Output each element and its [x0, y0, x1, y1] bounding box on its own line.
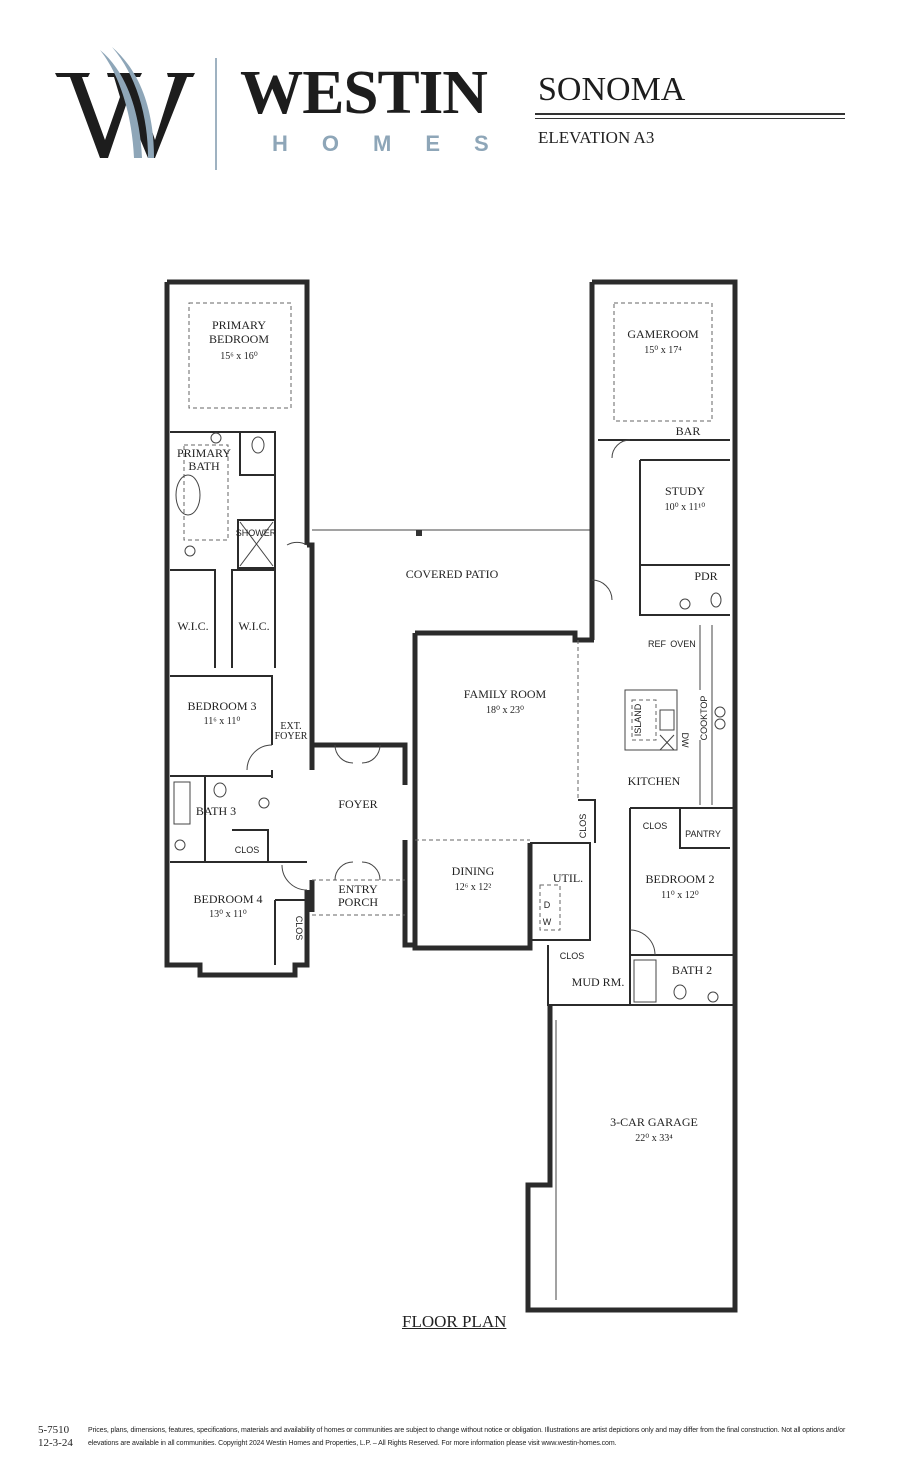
door-swing [591, 579, 613, 601]
room-label-primary-bath: BATH [188, 459, 220, 473]
bathtub-icon [173, 781, 191, 825]
sink-icon [258, 797, 270, 809]
door-swing [611, 439, 631, 459]
gameroom-tray-ceiling [613, 302, 713, 422]
room-dimension: 12⁶ x 12² [455, 882, 491, 893]
room-label-shower: SHOWER [236, 528, 277, 538]
primary-bedroom-tray-ceiling [188, 302, 292, 409]
sink-icon [174, 839, 186, 851]
door-swing [281, 864, 308, 891]
room-label-family-room: FAMILY ROOM [464, 687, 547, 701]
shower-icon [633, 959, 657, 1003]
toilet-icon [213, 782, 227, 798]
toilet-icon [673, 984, 687, 1000]
title-rule [535, 113, 845, 115]
washer-label: W [543, 917, 552, 927]
room-label-covered-patio: COVERED PATIO [406, 567, 499, 581]
dryer-label: D [544, 900, 551, 910]
appliance-label-dw: DW [680, 733, 690, 748]
closet-label: CLOS [578, 814, 588, 839]
center-walls [309, 529, 594, 951]
logo-w-shape [55, 73, 195, 158]
room-label-bath-2: BATH 2 [672, 963, 712, 977]
room-label-bedroom-3: BEDROOM 3 [187, 699, 256, 713]
sink-icon [659, 709, 675, 731]
room-label-bar: BAR [676, 424, 701, 438]
plan-code: 5-7510 12-3-24 [38, 1424, 73, 1450]
room-label-dining: DINING [452, 864, 495, 878]
disclaimer: Prices, plans, dimensions, features, spe… [88, 1427, 846, 1447]
appliance-label-oven: OVEN [670, 639, 696, 649]
room-label-wic: W.I.C. [238, 619, 269, 633]
room-label-primary-bedroom: BEDROOM [209, 332, 269, 346]
brand-subtitle: HOMES [272, 131, 523, 156]
right-wing-walls [525, 279, 738, 1313]
room-dimension: 13⁰ x 11⁰ [209, 909, 247, 920]
washer-dryer [539, 884, 561, 931]
logo-swoosh [100, 50, 142, 158]
sink-icon [210, 432, 222, 444]
door-swing [334, 744, 381, 764]
room-dimension: 11⁶ x 11⁰ [204, 716, 241, 727]
room-label-wic: W.I.C. [177, 619, 208, 633]
closet-label: CLOS [235, 845, 260, 855]
room-label-bath-3: BATH 3 [196, 804, 236, 818]
sink-icon [184, 545, 196, 557]
toilet-icon [251, 436, 265, 454]
room-label-gameroom: GAMEROOM [627, 327, 699, 341]
room-label-primary-bedroom: PRIMARY [212, 318, 266, 332]
room-label-ext-foyer: FOYER [275, 731, 308, 742]
door-swing [246, 744, 273, 771]
room-label-util: UTIL. [553, 871, 583, 885]
floor-plan-title: FLOOR PLAN [402, 1312, 507, 1331]
room-label-ext-foyer: EXT. [280, 721, 301, 732]
sink-icon [679, 598, 691, 610]
elevation-label: ELEVATION A3 [538, 128, 655, 147]
room-label-bedroom-4: BEDROOM 4 [193, 892, 262, 906]
logo-swoosh [112, 47, 154, 158]
logo-divider [215, 58, 217, 170]
door-swing [286, 541, 308, 546]
island-label: ISLAND [633, 703, 643, 736]
room-label-pdr: PDR [694, 569, 717, 583]
bathtub-icon [175, 474, 201, 516]
room-label-study: STUDY [665, 484, 705, 498]
appliance-label-cooktop: COOKTOP [699, 696, 709, 741]
room-label-primary-bath: PRIMARY [177, 446, 231, 460]
room-label-entry-porch: ENTRY [338, 882, 378, 896]
cooktop-icon [714, 706, 726, 718]
room-label-kitchen: KITCHEN [628, 774, 681, 788]
closet-label: CLOS [560, 951, 585, 961]
room-label-garage: 3-CAR GARAGE [610, 1115, 698, 1129]
sink-icon [707, 991, 719, 1003]
door-swing [629, 929, 656, 956]
toilet-icon [710, 592, 722, 608]
room-dimension: 15⁶ x 16⁰ [220, 351, 258, 362]
room-dimension: 11⁰ x 12⁰ [661, 890, 699, 901]
room-label-mud-room: MUD RM. [572, 975, 625, 989]
title-rule [535, 118, 845, 119]
room-label-pantry: PANTRY [685, 829, 721, 839]
door-swing [334, 861, 381, 881]
kitchen-island [624, 689, 678, 751]
room-label-entry-porch: PORCH [338, 895, 378, 909]
westin-logo-mark [55, 47, 195, 158]
closet-label: CLOS [643, 821, 668, 831]
plan-name: SONOMA [538, 71, 686, 108]
room-dimension: 10⁰ x 11¹⁰ [665, 502, 706, 513]
left-wing-walls [164, 279, 315, 978]
plan-number: 5-7510 [38, 1424, 70, 1436]
room-label-foyer: FOYER [338, 797, 377, 811]
appliance-label-ref: REF [648, 639, 667, 649]
room-label-bedroom-2: BEDROOM 2 [645, 872, 714, 886]
room-dimension: 15⁰ x 17⁴ [644, 345, 682, 356]
plan-date: 12-3-24 [38, 1437, 73, 1449]
room-dimension: 18⁰ x 23⁰ [486, 705, 524, 716]
closet-label: CLOS [294, 916, 304, 941]
room-dimension: 22⁰ x 33⁴ [635, 1133, 673, 1144]
patio-column [416, 530, 422, 536]
brand-name: WESTIN [240, 59, 488, 127]
primary-bath-tub-area [183, 444, 229, 541]
